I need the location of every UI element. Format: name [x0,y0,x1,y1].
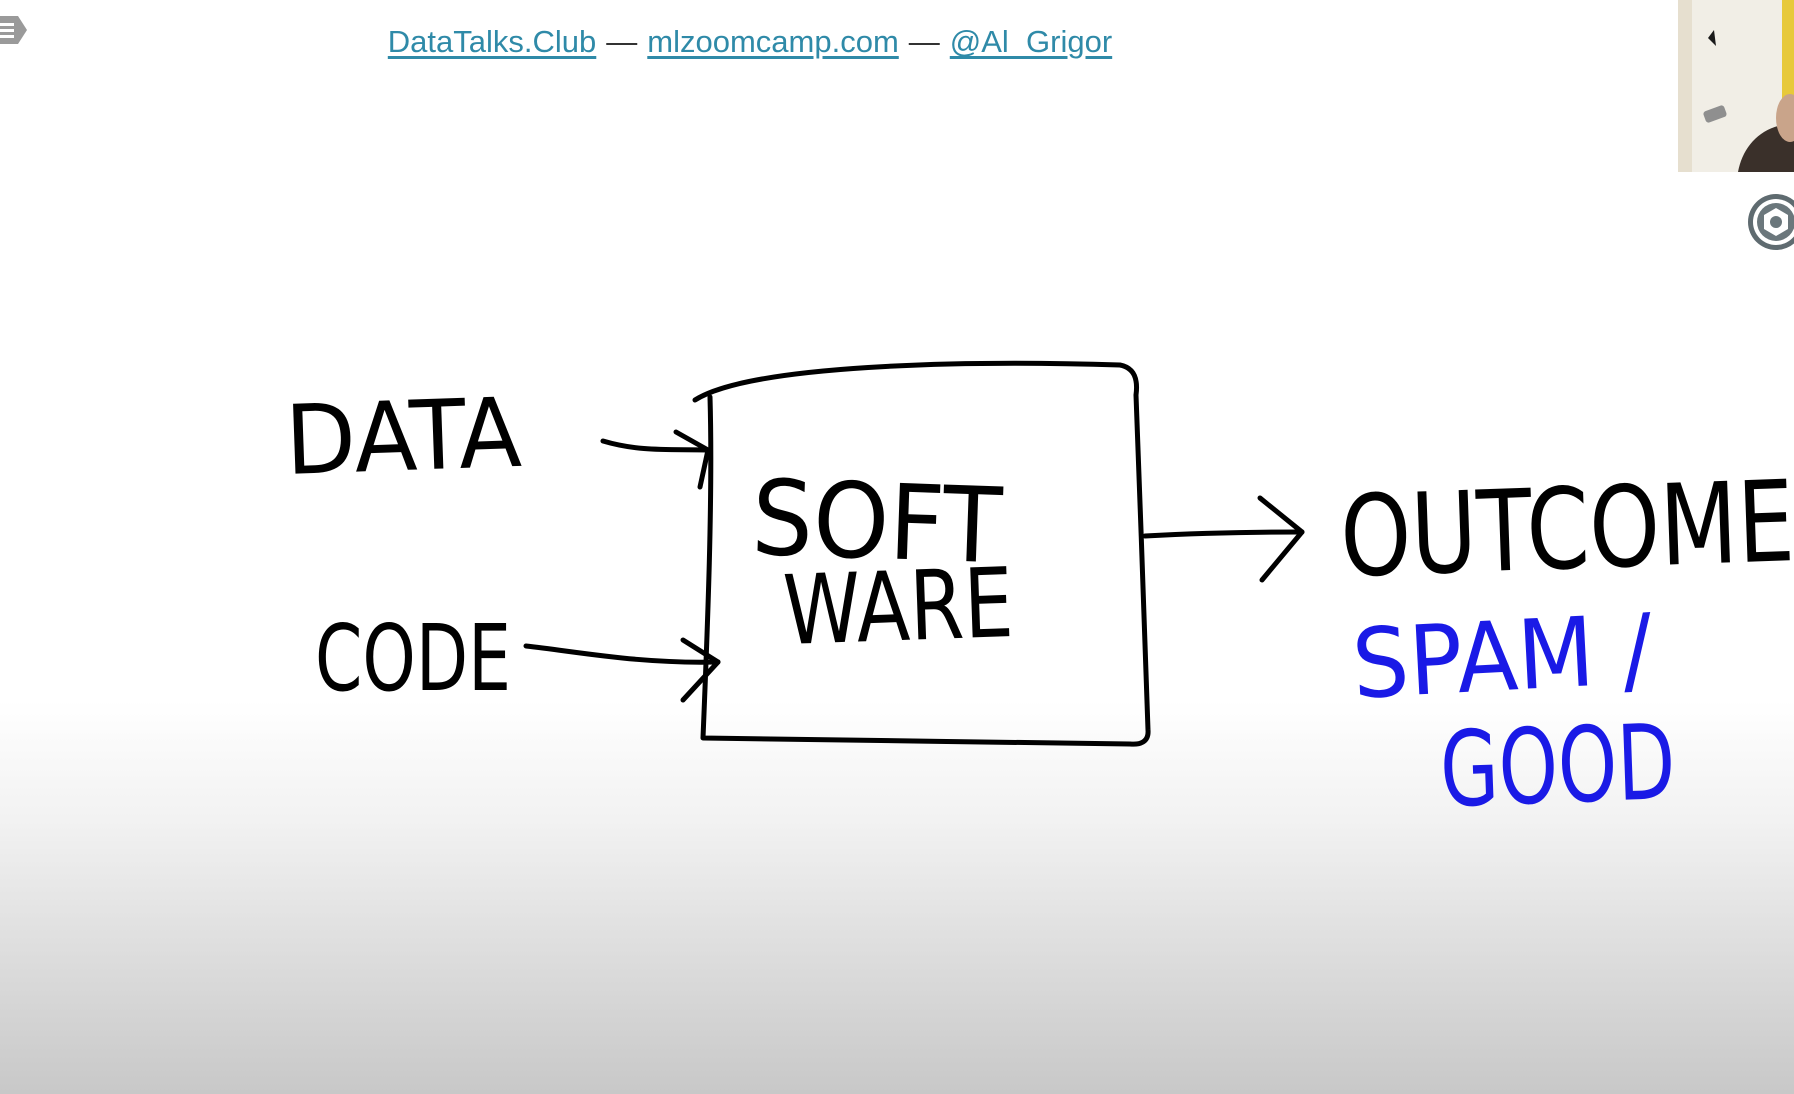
good-label: GOOD [1438,701,1677,831]
code-arrow [523,643,721,665]
spam-label: SPAM / [1350,593,1656,721]
menu-button[interactable] [0,12,28,48]
twitter-handle-link[interactable]: @Al_Grigor [949,24,1113,59]
datatalks-link[interactable]: DataTalks.Club [387,24,597,59]
outcome-label: OUTCOME [1338,457,1794,603]
gear-icon [1748,194,1794,250]
outcome-arrow [1142,529,1305,539]
settings-button[interactable] [1746,192,1794,252]
data-arrow [600,438,711,453]
software-label-line1: SOFT [750,457,1005,588]
separator: — [908,24,940,59]
hamburger-icon [0,16,27,44]
software-box [692,360,1151,747]
mlzoomcamp-link[interactable]: mlzoomcamp.com [647,24,899,59]
code-label: CODE [315,605,511,712]
software-label-line2: WARE [781,547,1015,667]
separator: — [606,24,638,59]
data-label: DATA [283,377,523,497]
slide-header: DataTalks.Club — mlzoomcamp.com — @Al_Grigor [0,24,1500,60]
webcam-feed [1678,0,1794,172]
